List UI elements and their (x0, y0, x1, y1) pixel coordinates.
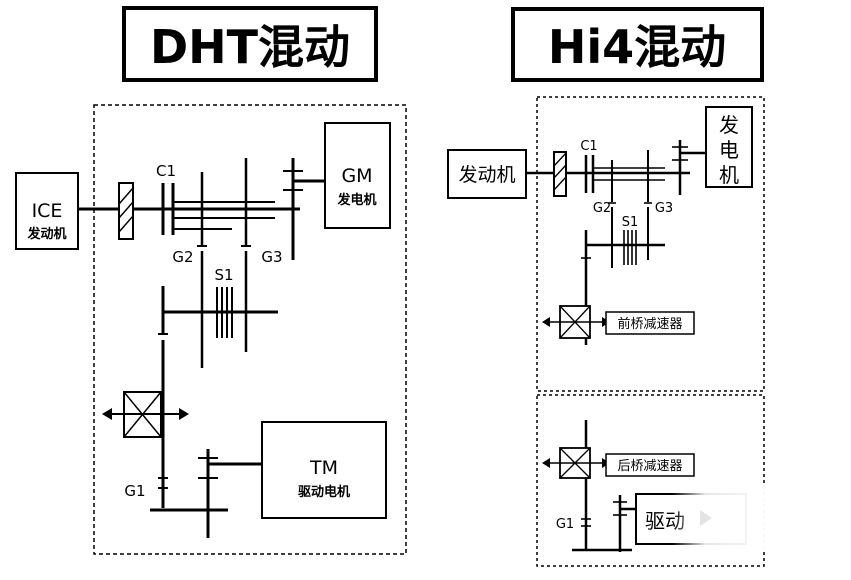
dht-label-g1: G1 (124, 482, 145, 500)
hi4-label-c1: C1 (580, 139, 597, 154)
dht-gm-box (324, 122, 391, 229)
dht-label-c1: C1 (156, 162, 176, 180)
dht-gm-label: GM (341, 165, 372, 187)
dht-dashed-frame (93, 104, 407, 555)
hi4-rear-frame (536, 394, 765, 567)
hi4-generator-char-2: 电 (719, 138, 739, 162)
dht-diagram: DHT混动 ICE 发动机 C1 G2 G3 (15, 6, 407, 555)
hi4-rear-reducer-label: 后桥减速器 (617, 459, 682, 474)
dht-tm-sub-label: 驱动电机 (298, 484, 350, 500)
hi4-engine-label: 发动机 (458, 164, 515, 186)
hi4-label-g1: G1 (556, 517, 574, 532)
dht-title-box (122, 6, 378, 82)
dht-label-s1: S1 (214, 266, 233, 284)
hi4-front-frame (536, 96, 765, 392)
watermark-play-icon (700, 510, 712, 526)
hi4-diagram: Hi4混动 发动机 C1 G2 G3 发 电 (447, 7, 765, 567)
dht-ice-sub-label: 发动机 (26, 226, 66, 242)
hi4-generator-char-3: 机 (719, 163, 739, 187)
hi4-front-reducer-label: 前桥减速器 (617, 316, 682, 332)
dht-label-g2: G2 (172, 248, 193, 266)
hi4-generator-box (705, 106, 753, 188)
dht-title: DHT混动 (150, 20, 350, 74)
hi4-engine-box (447, 149, 527, 199)
hi4-title-box (511, 7, 764, 82)
dht-tm-box (261, 421, 387, 519)
hi4-label-s1: S1 (622, 215, 639, 230)
hi4-front-reducer-box (605, 311, 695, 335)
hi4-rear-reducer-box (605, 453, 695, 477)
hi4-title: Hi4混动 (548, 20, 726, 74)
dht-gm-sub-label: 发电机 (336, 192, 376, 208)
hi4-generator-char-1: 发 (719, 113, 739, 137)
hi4-label-g3: G3 (655, 201, 673, 216)
dht-label-g3: G3 (261, 248, 282, 266)
dht-ice-box (15, 172, 79, 250)
watermark-overlay (672, 486, 782, 552)
dht-tm-label: TM (309, 457, 338, 479)
hi4-label-g2: G2 (593, 201, 611, 216)
dht-ice-label: ICE (32, 200, 63, 222)
